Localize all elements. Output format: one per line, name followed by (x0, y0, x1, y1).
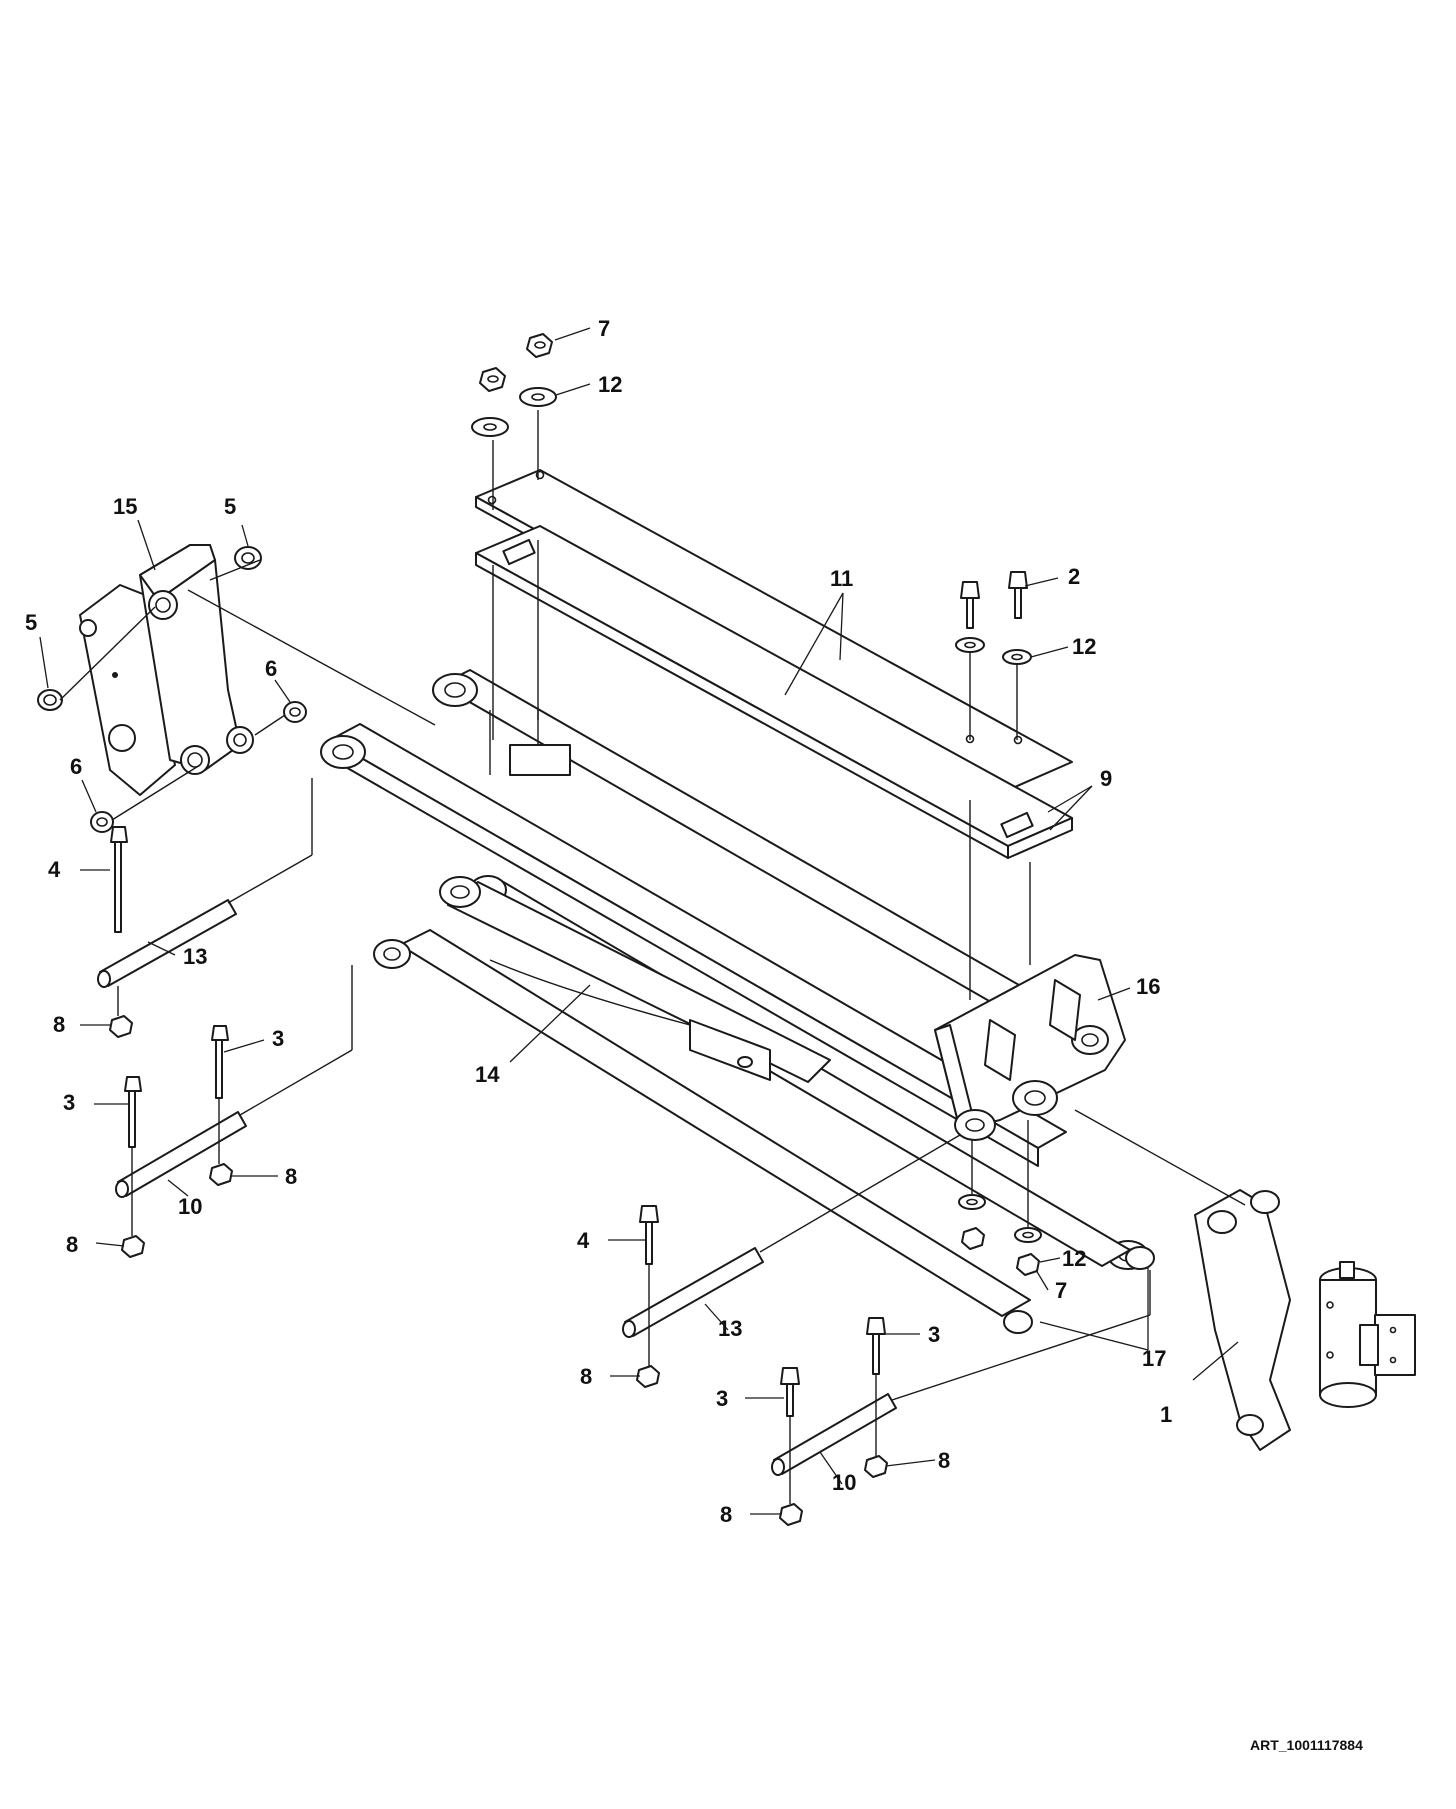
bolt-3-right-lower (780, 1367, 800, 1417)
bushing-5-upper (234, 546, 262, 570)
side-bracket (79, 544, 254, 796)
lower-arm-left (373, 929, 1033, 1334)
washer-top-right (519, 387, 557, 407)
pin-13-left (97, 899, 237, 988)
callout-15: 15 (113, 494, 137, 519)
callout-16: 16 (1136, 974, 1160, 999)
art-reference-number: ART_1001117884 (1250, 1737, 1363, 1753)
callout-labels: 7 12 15 5 5 11 2 12 6 6 9 4 13 16 8 3 14… (25, 316, 1172, 1527)
callout-leaders (39, 327, 1239, 1515)
callout-3: 3 (928, 1322, 940, 1347)
pin-10-right (771, 1393, 897, 1476)
callout-12: 12 (598, 372, 622, 397)
callout-3: 3 (63, 1090, 75, 1115)
callout-13: 13 (718, 1316, 742, 1341)
washer-12-lower-left (958, 1194, 986, 1210)
bushing-6-left (90, 811, 114, 833)
nut-8-e (864, 1455, 888, 1478)
callout-10: 10 (178, 1194, 202, 1219)
callout-8: 8 (53, 1012, 65, 1037)
nut-top-left (479, 367, 506, 392)
nut-8-a (109, 1015, 133, 1038)
callout-6: 6 (265, 656, 277, 681)
callout-8: 8 (938, 1448, 950, 1473)
cable-channel (475, 525, 1073, 859)
nut-8-b (209, 1163, 233, 1186)
callout-8: 8 (720, 1502, 732, 1527)
callout-11: 11 (830, 566, 853, 591)
callout-5: 5 (224, 494, 236, 519)
head-bracket (934, 954, 1126, 1141)
bolt-4-left (110, 826, 128, 933)
callout-7: 7 (1055, 1278, 1067, 1303)
callout-9: 9 (1100, 766, 1112, 791)
callout-14: 14 (475, 1062, 500, 1087)
pin-13-right (622, 1247, 764, 1338)
callout-3: 3 (716, 1386, 728, 1411)
callout-6: 6 (70, 754, 82, 779)
callout-3: 3 (272, 1026, 284, 1051)
bolt-3-left-lower (124, 1076, 142, 1148)
callout-12: 12 (1062, 1246, 1086, 1271)
callout-7: 7 (598, 316, 610, 341)
nut-8-c (121, 1235, 145, 1258)
callout-2: 2 (1068, 564, 1080, 589)
washer-top-left (471, 417, 509, 437)
nut-7-lower-left (961, 1227, 985, 1250)
bushing-5-left (37, 689, 63, 711)
assembly-lines (59, 410, 1246, 1504)
callout-10: 10 (832, 1470, 856, 1495)
bolt-4-right (639, 1205, 659, 1265)
washer-12-upper-left (955, 637, 985, 653)
washer-12-upper-right (1002, 649, 1032, 665)
hydraulic-cylinder (439, 876, 831, 1083)
rotator-assembly (1194, 1189, 1416, 1451)
callout-8: 8 (580, 1364, 592, 1389)
callout-1: 1 (1160, 1402, 1172, 1427)
callout-8: 8 (66, 1232, 78, 1257)
nut-8-f (779, 1503, 803, 1526)
bolt-3-right-upper (866, 1317, 886, 1375)
callout-17: 17 (1142, 1346, 1166, 1371)
callout-12: 12 (1072, 634, 1096, 659)
callout-4: 4 (577, 1228, 590, 1253)
nut-8-d (636, 1365, 660, 1388)
callout-8: 8 (285, 1164, 297, 1189)
callout-5: 5 (25, 610, 37, 635)
nut-top-right (526, 333, 553, 358)
pin-10-left (115, 1111, 247, 1198)
bolt-2-left (960, 581, 980, 629)
washer-12-lower-right (1014, 1227, 1042, 1243)
bushing-6-right (283, 701, 307, 723)
callout-4: 4 (48, 857, 61, 882)
nut-7-lower-right (1016, 1253, 1040, 1276)
callout-13: 13 (183, 944, 207, 969)
bolt-3-left-upper (211, 1025, 229, 1099)
bolt-2-right (1008, 571, 1028, 619)
